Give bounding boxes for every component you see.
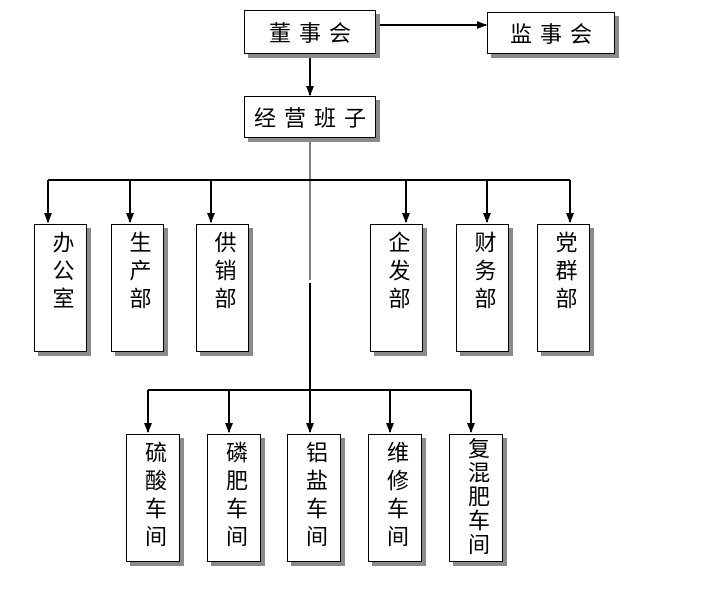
department-supply-sales-label: 供销部 [210,231,236,315]
workshop-phosphate-label: 磷肥车间 [222,441,247,553]
department-enterprise-dev-box: 企发部 [370,224,423,352]
department-production-label: 生产部 [125,231,151,315]
department-enterprise-dev-label: 企发部 [384,231,410,315]
department-production-box: 生产部 [111,224,164,352]
workshop-compound-fertilizer-box: 复混肥车间 [449,434,503,562]
board-box: 董事会 [244,10,376,54]
department-supply-sales-box: 供销部 [196,224,249,352]
workshop-aluminum-salt-box: 铝盐车间 [287,434,341,562]
department-party-mass-label: 党群部 [551,231,577,315]
workshop-sulfuric-acid-box: 硫酸车间 [126,434,180,562]
supervisory-board-box: 监事会 [487,12,615,54]
department-office-box: 办公室 [34,224,87,352]
workshop-aluminum-salt-label: 铝盐车间 [302,441,327,553]
management-team-box: 经营班子 [244,96,376,138]
department-party-mass-box: 党群部 [537,224,590,352]
workshop-phosphate-box: 磷肥车间 [207,434,261,562]
department-finance-label: 财务部 [470,231,496,315]
workshop-sulfuric-acid-label: 硫酸车间 [141,441,166,553]
workshop-compound-fertilizer-label: 复混肥车间 [464,437,489,557]
department-office-label: 办公室 [48,231,74,315]
workshop-maintenance-label: 维修车间 [383,441,408,553]
workshop-maintenance-box: 维修车间 [368,434,422,562]
department-finance-box: 财务部 [456,224,509,352]
